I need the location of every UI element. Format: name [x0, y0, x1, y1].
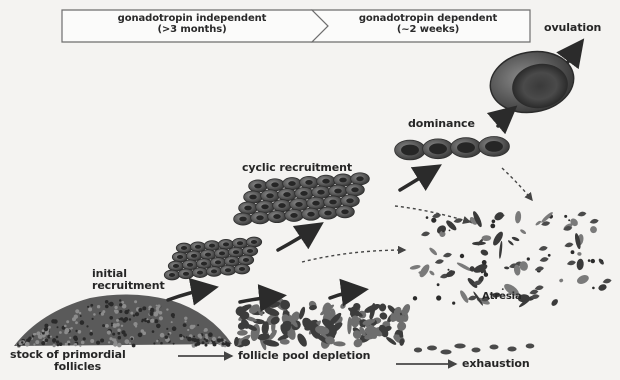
initial-recruitment-cluster — [164, 237, 261, 280]
ovulation-label: ovulation — [544, 22, 601, 34]
arrow-stock-to-initial — [168, 288, 212, 300]
arrow-dominance-to-ovulation — [498, 110, 512, 126]
gonadotropin-dependent-label: gonadotropin dependent (~2 weeks) — [326, 13, 530, 35]
arrow-depletion-2 — [330, 290, 362, 298]
arrow-depletion-1 — [240, 296, 280, 302]
follicle-pool-depletion-label: follicle pool depletion — [238, 350, 370, 362]
gonadotropin-dependent-title: gonadotropin dependent — [326, 13, 530, 24]
arrow-to-ovulation-label — [568, 44, 580, 62]
primordial-follicle-stock — [14, 294, 232, 347]
ovulating-follicle — [485, 45, 578, 119]
atresia-label: Atresia — [482, 291, 522, 303]
initial-recruitment-label: initial recruitment — [92, 268, 165, 292]
gonadotropin-independent-title: gonadotropin independent — [82, 13, 302, 24]
primordial-stock-label-line2: follicles — [10, 361, 126, 373]
cyclic-recruitment-cluster — [234, 173, 370, 225]
gonadotropin-dependent-duration: (~2 weeks) — [326, 24, 530, 35]
dominance-label: dominance — [408, 118, 475, 130]
arrow-cyclic-to-dominance — [400, 168, 436, 190]
gonadotropin-independent-duration: (>3 months) — [82, 24, 302, 35]
initial-recruitment-label-line2: recruitment — [92, 280, 165, 292]
arrow-initial-to-cyclic — [278, 226, 318, 250]
cyclic-recruitment-label: cyclic recruitment — [242, 162, 352, 174]
exhaustion-label: exhaustion — [462, 358, 530, 370]
primordial-stock-label: stock of primordial follicles — [10, 349, 126, 373]
gonadotropin-independent-label: gonadotropin independent (>3 months) — [82, 13, 302, 35]
depleted-follicle-scatter — [234, 296, 535, 355]
dominant-follicles-cluster — [395, 137, 510, 160]
